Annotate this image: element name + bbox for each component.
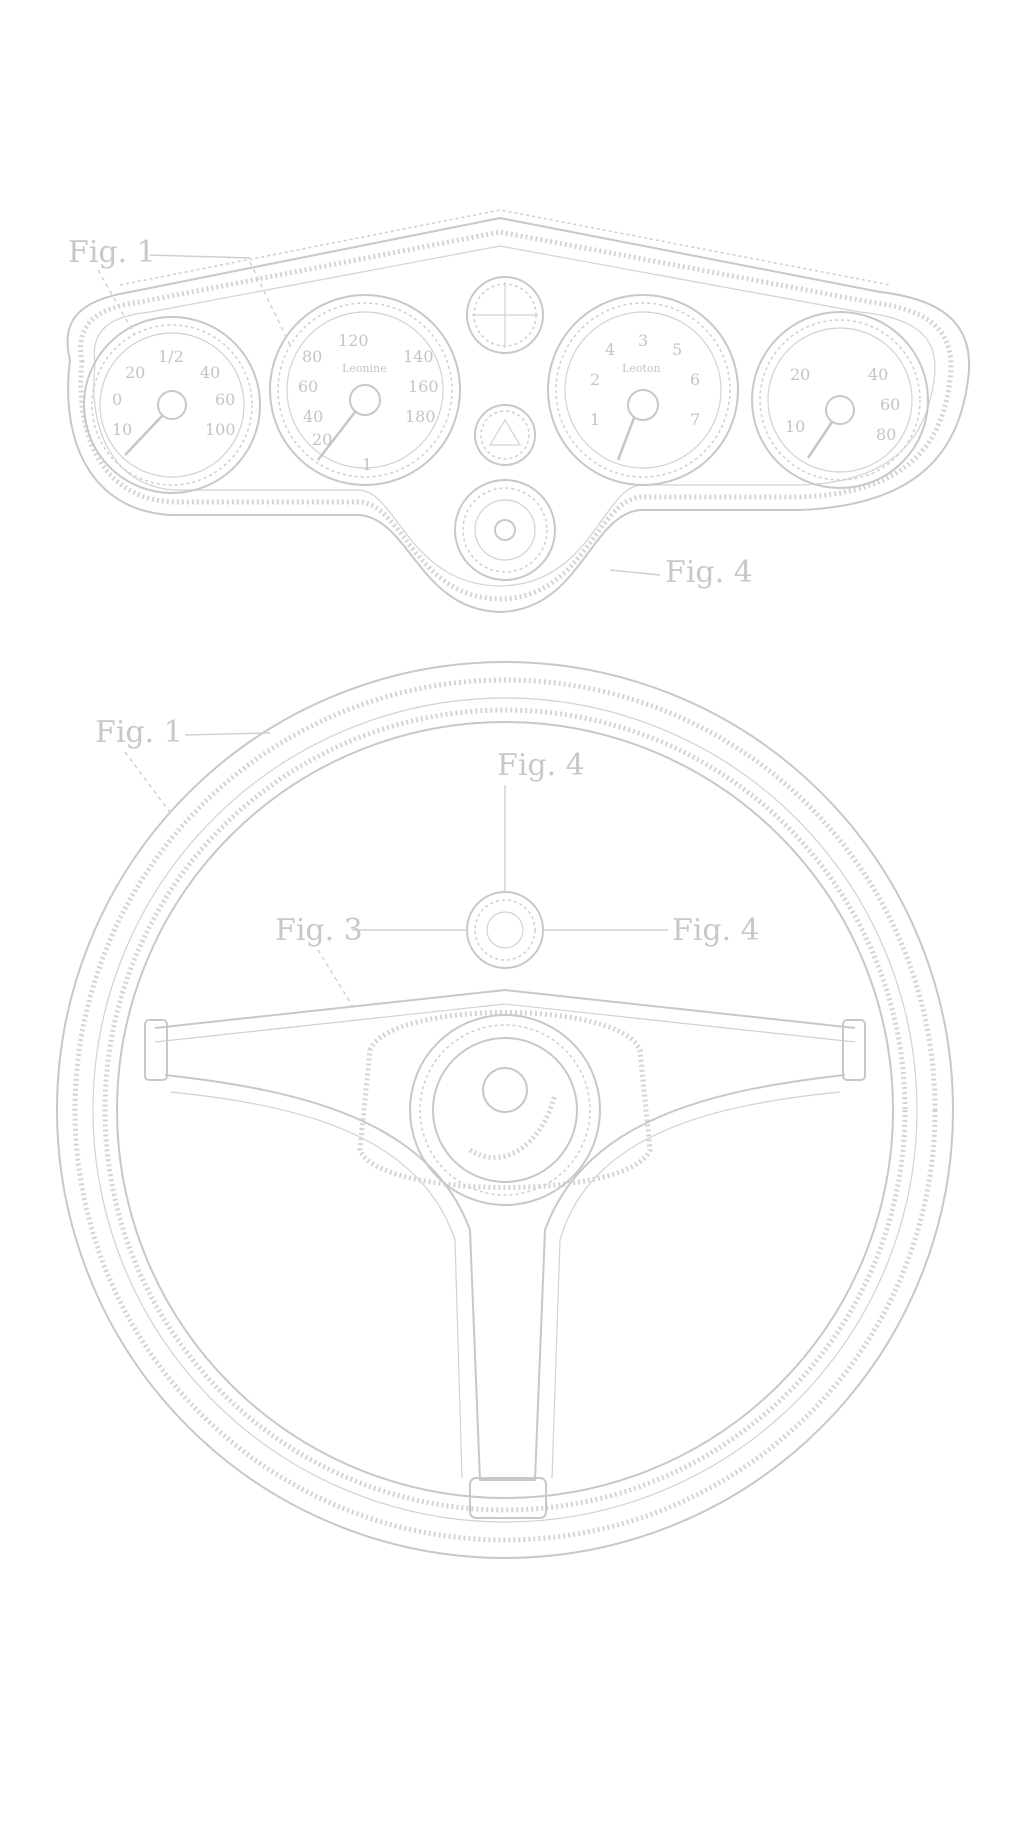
fuel-gauge-number: 10 bbox=[112, 420, 132, 439]
speedometer-brand: Leonine bbox=[342, 362, 387, 375]
temperature-gauge-number: 40 bbox=[868, 365, 888, 384]
fuel-gauge-number: 0 bbox=[112, 390, 122, 409]
fuel-gauge-number: 20 bbox=[125, 363, 145, 382]
speedometer-number: 1 bbox=[362, 455, 372, 474]
tachometer-number: 7 bbox=[690, 410, 700, 429]
fuel-gauge-number: 40 bbox=[200, 363, 220, 382]
tachometer-number: 6 bbox=[690, 370, 700, 389]
speedometer-number: 40 bbox=[303, 407, 323, 426]
speedometer-number: 20 bbox=[312, 430, 332, 449]
fig4-label: Fig. 4 bbox=[665, 555, 753, 590]
wheel-callouts: Fig. 1 Fig. 4 Fig. 3 Fig. 4 bbox=[95, 715, 760, 1011]
tachometer-number: 5 bbox=[672, 340, 682, 359]
fuel-gauge-number: 60 bbox=[215, 390, 235, 409]
speedometer-number: 120 bbox=[338, 331, 369, 350]
speedometer-number: 80 bbox=[302, 347, 322, 366]
speedometer-number: 140 bbox=[403, 347, 434, 366]
temperature-gauge-number: 60 bbox=[880, 395, 900, 414]
speedometer-number: 180 bbox=[405, 407, 436, 426]
fuel-gauge-number: 1/2 bbox=[158, 347, 184, 366]
dashboard-callouts: Fig. 1 Fig. 4 bbox=[68, 235, 753, 590]
steering-wheel bbox=[56, 661, 954, 1559]
fuel-gauge-number: 100 bbox=[205, 420, 236, 439]
fig1-label: Fig. 1 bbox=[68, 235, 156, 270]
fig4-label: Fig. 4 bbox=[672, 913, 760, 948]
speedometer-number: 160 bbox=[408, 377, 439, 396]
tachometer-gauge: Leoton 3 4 5 2 6 1 7 bbox=[547, 294, 739, 486]
temperature-gauge: 20 40 10 60 80 bbox=[751, 311, 929, 489]
speedometer-number: 60 bbox=[298, 377, 318, 396]
tachometer-number: 4 bbox=[605, 340, 615, 359]
fig1-label: Fig. 1 bbox=[95, 715, 183, 750]
center-instruments bbox=[454, 276, 556, 581]
tachometer-brand: Leoton bbox=[622, 362, 661, 375]
temperature-gauge-number: 80 bbox=[876, 425, 896, 444]
dashboard-panel bbox=[66, 209, 971, 614]
fig3-label: Fig. 3 bbox=[275, 913, 363, 948]
temperature-gauge-number: 10 bbox=[785, 417, 805, 436]
temperature-gauge-number: 20 bbox=[790, 365, 810, 384]
speedometer-gauge: Leonine 120 80 140 60 160 40 180 20 1 bbox=[269, 294, 461, 486]
tachometer-number: 1 bbox=[590, 410, 600, 429]
fig4-label: Fig. 4 bbox=[497, 748, 585, 783]
tachometer-number: 3 bbox=[638, 331, 648, 350]
tachometer-number: 2 bbox=[590, 370, 600, 389]
fuel-gauge: 20 1/2 40 0 60 10 100 bbox=[83, 316, 261, 494]
